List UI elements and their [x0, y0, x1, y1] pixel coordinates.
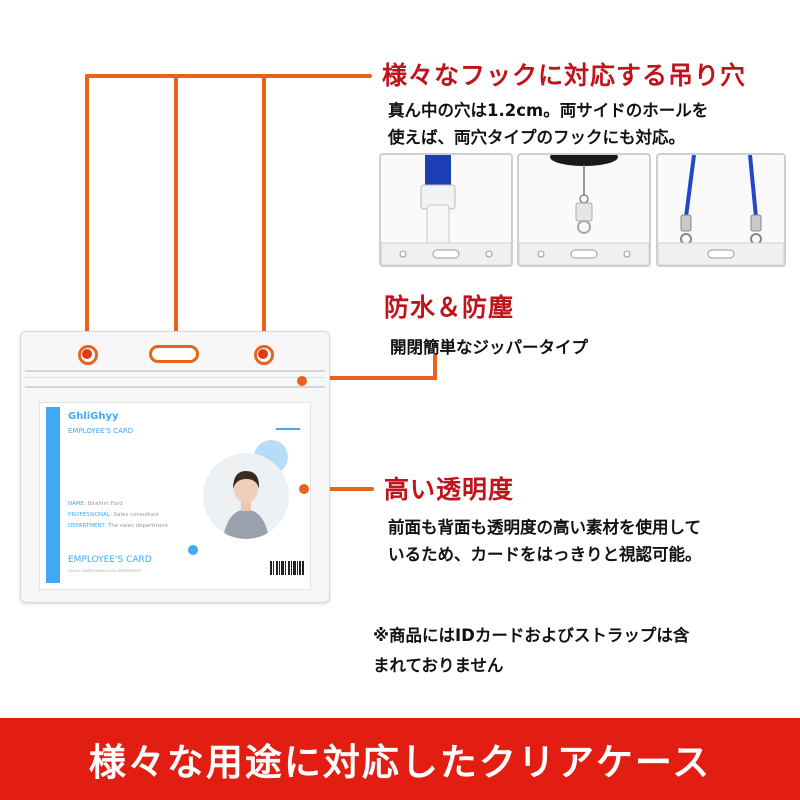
professional-label: PROFESSIONAL: [68, 512, 112, 518]
professional-value: Sales consultant [113, 512, 159, 518]
department-value: The sales department [107, 523, 169, 529]
card-brand: GhliGhyy [68, 411, 119, 422]
banner-text: 様々な用途に対応したクリアケース [88, 741, 712, 784]
left-hole-dot [82, 349, 92, 359]
card-label-top: EMPLOYEE'S CARD [68, 427, 134, 435]
lanyard-double-hook-icon [658, 155, 784, 265]
double-hook-photo [656, 153, 786, 267]
department-label: DEPARTMENT: [68, 523, 107, 529]
card-photo-circle [203, 453, 289, 539]
avatar [223, 471, 269, 539]
transparency-marker [299, 484, 309, 494]
section1-title: 様々なフックに対応する吊り穴 [382, 61, 747, 90]
right-hole-dot [258, 349, 268, 359]
section3-desc: 前面も背面も透明度の高い素材を使用して いるため、カードをはっきりと視認可能。 [388, 514, 798, 568]
bottom-banner: 様々な用途に対応したクリアケース [0, 718, 800, 800]
zipper-track [25, 370, 325, 388]
lanyard-clip-icon [381, 155, 511, 265]
name-value: Ibrahim Ford [87, 501, 123, 507]
id-card-holder: GhliGhyy EMPLOYEE'S CARD NAME: Ibrahim F… [20, 331, 330, 603]
badge-reel-icon [519, 155, 649, 265]
section1-desc-line2: 使えば、両穴タイプのフックにも対応。 [388, 128, 685, 147]
section3-desc-line2: いるため、カードをはっきりと視認可能。 [388, 545, 702, 564]
section2-desc: 開閉簡単なジッパータイプ [390, 338, 588, 357]
card-footer-small: XXXXX SAMPLEXXXXXXXXX DEPARTMENT [68, 569, 142, 573]
barcode [270, 561, 304, 575]
section3-desc-line1: 前面も背面も透明度の高い素材を使用して [388, 518, 702, 537]
section1-desc: 真ん中の穴は1.2cm。両サイドのホールを 使えば、両穴タイプのフックにも対応。 [388, 97, 793, 151]
section2-title: 防水＆防塵 [384, 293, 515, 322]
name-label: NAME: [68, 501, 86, 507]
note-line1: ※商品にはIDカードおよびストラップは含 [373, 626, 690, 645]
badge-reel-photo [517, 153, 651, 267]
note-line2: まれておりません [373, 656, 504, 675]
employee-card: GhliGhyy EMPLOYEE'S CARD NAME: Ibrahim F… [39, 402, 311, 590]
center-slot [149, 345, 199, 363]
lanyard-clip-photo [379, 153, 513, 267]
section1-desc-line1: 真ん中の穴は1.2cm。両サイドのホールを [388, 101, 709, 120]
card-label-bottom: EMPLOYEE'S CARD [68, 555, 152, 565]
note: ※商品にはIDカードおよびストラップは含 まれておりません [373, 621, 793, 681]
card-dot [188, 545, 198, 555]
card-fields: NAME: Ibrahim Ford PROFESSIONAL: Sales c… [68, 499, 168, 532]
card-blue-stripe [46, 407, 60, 583]
card-accent-line [276, 428, 300, 430]
section3-title: 高い透明度 [384, 475, 515, 504]
zipper-marker [297, 376, 307, 386]
